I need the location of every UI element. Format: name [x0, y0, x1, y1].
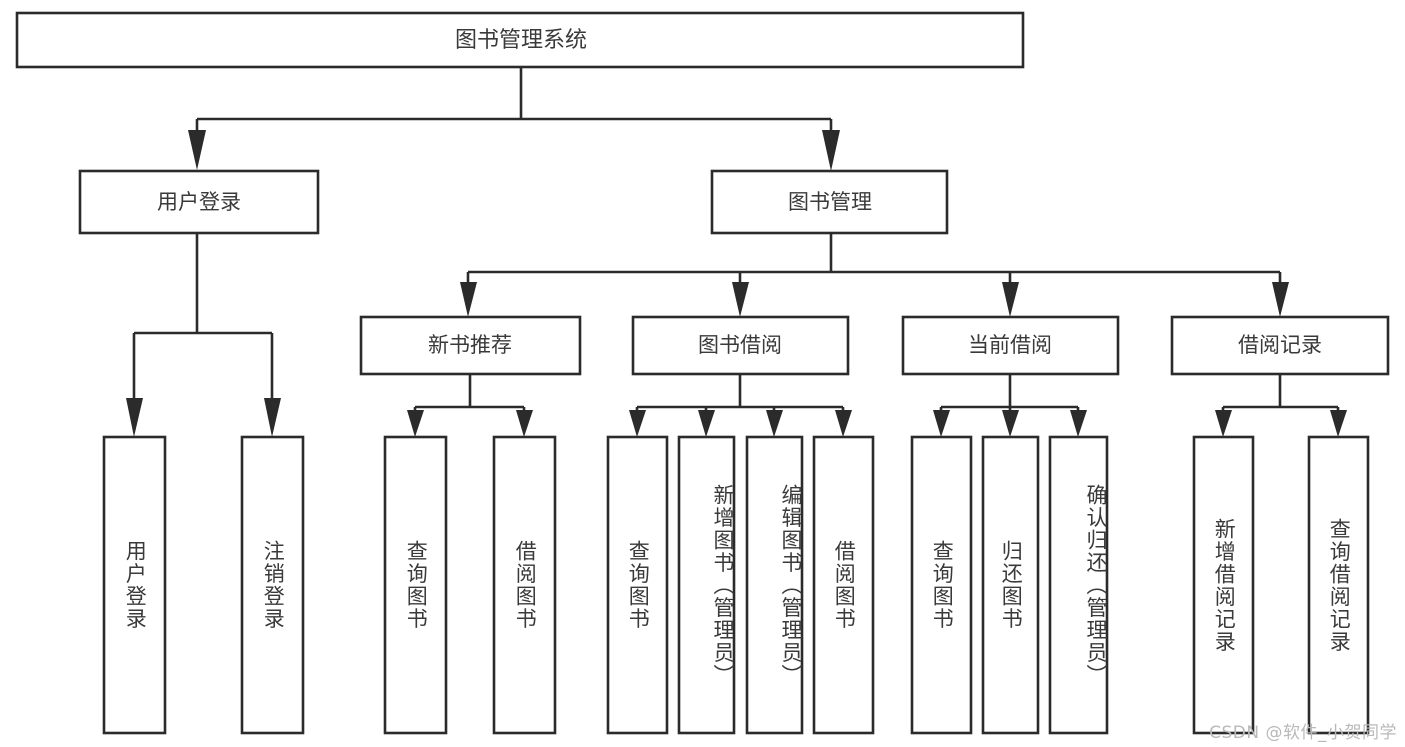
- node-leaf-newbook-borrow[interactable]: [492, 435, 557, 735]
- node-leaf-currentborrow-confirm[interactable]: [1048, 435, 1109, 735]
- csdn-watermark: CSDN @软件_小贺同学: [1209, 723, 1397, 743]
- node-layer: 图书管理系统 用户登录 图书管理 新书推荐 图书借阅 当前借阅 借阅记录: [15, 11, 1390, 735]
- node-new-book-recommend-label: 新书推荐: [428, 333, 512, 357]
- arrowhead-userlogin: [188, 130, 206, 170]
- node-user-login[interactable]: [78, 169, 320, 235]
- arrowhead-leaf-bookborrow-3: [766, 410, 783, 437]
- node-book-management-label: 图书管理: [788, 190, 872, 214]
- arrowhead-leaf-bookborrow-4: [835, 410, 852, 437]
- connector-layer: [126, 67, 1347, 437]
- node-new-book-recommend[interactable]: [359, 315, 582, 376]
- arrowhead-borrowrecord: [1272, 282, 1289, 317]
- node-book-borrow[interactable]: [631, 315, 850, 376]
- node-leaf-bookborrow-edit[interactable]: [745, 435, 804, 735]
- node-leaf-user-login-logout[interactable]: [240, 435, 305, 735]
- arrowhead-leaf-newbook-2: [516, 410, 533, 437]
- arrowhead-leaf-user-login-2: [264, 398, 281, 437]
- arrowhead-leaf-user-login-1: [126, 398, 143, 437]
- arrowhead-leaf-currentborrow-1: [933, 410, 950, 437]
- node-borrow-record-label: 借阅记录: [1238, 333, 1322, 357]
- arrowhead-leaf-newbook-1: [407, 410, 424, 437]
- node-leaf-bookborrow-borrow[interactable]: [812, 435, 875, 735]
- node-leaf-bookborrow-add[interactable]: [677, 435, 736, 735]
- arrowhead-leaf-bookborrow-2: [698, 410, 715, 437]
- arrowhead-newbook: [460, 282, 477, 317]
- node-leaf-newbook-query[interactable]: [383, 435, 448, 735]
- arrowhead-bookmgmt: [822, 130, 840, 171]
- node-leaf-borrowrecord-add[interactable]: [1192, 435, 1255, 735]
- node-book-management[interactable]: [710, 169, 949, 235]
- node-borrow-record[interactable]: [1170, 315, 1390, 376]
- node-current-borrow[interactable]: [901, 315, 1120, 376]
- node-book-borrow-label: 图书借阅: [698, 333, 782, 357]
- arrowhead-leaf-currentborrow-3: [1070, 410, 1087, 437]
- arrowhead-currentborrow: [1002, 282, 1019, 317]
- node-root-system-label: 图书管理系统: [455, 28, 587, 53]
- arrowhead-bookborrow: [732, 282, 749, 317]
- arrowhead-leaf-currentborrow-2: [1002, 410, 1019, 437]
- node-root-system[interactable]: [15, 11, 1025, 69]
- node-leaf-borrowrecord-query[interactable]: [1307, 435, 1370, 735]
- node-user-login-label: 用户登录: [157, 190, 241, 214]
- arrowhead-leaf-bookborrow-1: [629, 410, 646, 437]
- node-leaf-user-login-login[interactable]: [102, 435, 167, 735]
- node-leaf-bookborrow-query[interactable]: [606, 435, 669, 735]
- node-leaf-currentborrow-return[interactable]: [981, 435, 1040, 735]
- node-current-borrow-label: 当前借阅: [968, 333, 1052, 357]
- arrowhead-leaf-borrowrecord-1: [1215, 410, 1232, 437]
- arrowhead-leaf-borrowrecord-2: [1330, 410, 1347, 437]
- node-leaf-currentborrow-query[interactable]: [910, 435, 973, 735]
